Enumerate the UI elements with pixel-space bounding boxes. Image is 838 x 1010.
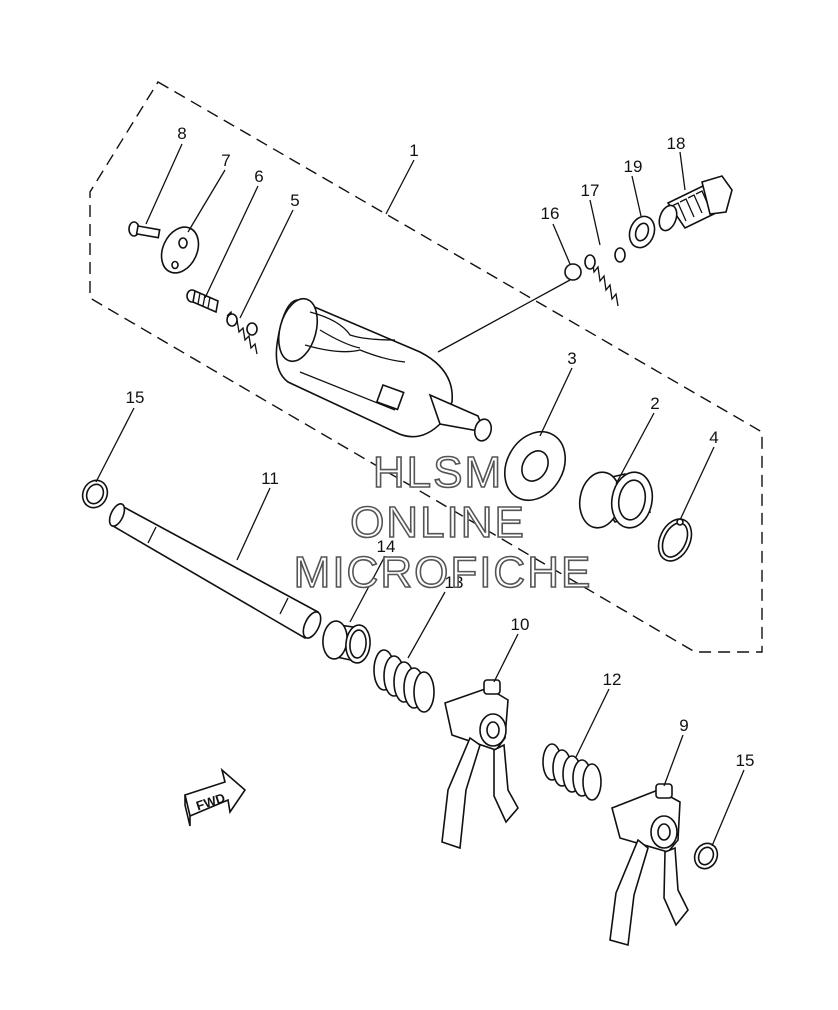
part-15-circlip-lower [693, 842, 719, 870]
callout-15-upper: 15 [126, 388, 145, 407]
part-10-shift-fork [441, 679, 519, 850]
callout-numbers: 1 2 3 4 5 6 7 8 9 10 11 12 13 14 15 15 1… [126, 124, 755, 770]
callout-3: 3 [567, 349, 576, 368]
part-14-collar [322, 620, 371, 664]
callout-6: 6 [254, 167, 263, 186]
callout-10: 10 [511, 615, 530, 634]
callout-7: 7 [221, 151, 230, 170]
callout-12: 12 [603, 670, 622, 689]
part-6-pin [186, 289, 219, 314]
watermark-line-2: ONLINE [350, 498, 526, 547]
part-2-bearing [578, 471, 654, 529]
callout-17: 17 [581, 181, 600, 200]
callout-18: 18 [667, 134, 686, 153]
part-19-washer [628, 215, 656, 249]
callout-4: 4 [709, 428, 718, 447]
fwd-arrow-icon: FWD [184, 767, 247, 827]
part-11-shaft [108, 503, 322, 640]
callout-11: 11 [261, 469, 279, 488]
part-15-circlip-upper [81, 479, 109, 509]
part-7-plate [160, 226, 200, 274]
callout-5: 5 [290, 191, 299, 210]
part-17-spring [584, 247, 626, 307]
callout-16: 16 [541, 204, 560, 223]
assembly-boundary [89, 81, 763, 653]
part-9-shift-fork [609, 783, 689, 947]
watermark: HLSM ONLINE MICROFICHE [293, 447, 593, 598]
callout-9: 9 [679, 716, 688, 735]
callout-8: 8 [177, 124, 186, 143]
callout-1: 1 [409, 141, 418, 160]
part-13-spring [373, 649, 435, 713]
callout-15-lower: 15 [736, 751, 755, 770]
callout-19: 19 [624, 157, 643, 176]
part-8-screw [128, 221, 161, 239]
part-5-spring [226, 310, 258, 355]
part-1-shift-drum [275, 297, 493, 442]
callout-2: 2 [650, 394, 659, 413]
part-3-washer [504, 431, 566, 501]
part-4-circlip [657, 518, 693, 562]
callout-14: 14 [377, 537, 396, 556]
watermark-line-1: HLSM [373, 448, 503, 497]
part-12-spring [542, 743, 602, 801]
part-18-bolt [658, 175, 733, 232]
part-16-ball [564, 263, 582, 281]
leader-lines [95, 143, 745, 847]
watermark-line-3: MICROFICHE [294, 548, 593, 597]
callout-13: 13 [445, 573, 464, 592]
